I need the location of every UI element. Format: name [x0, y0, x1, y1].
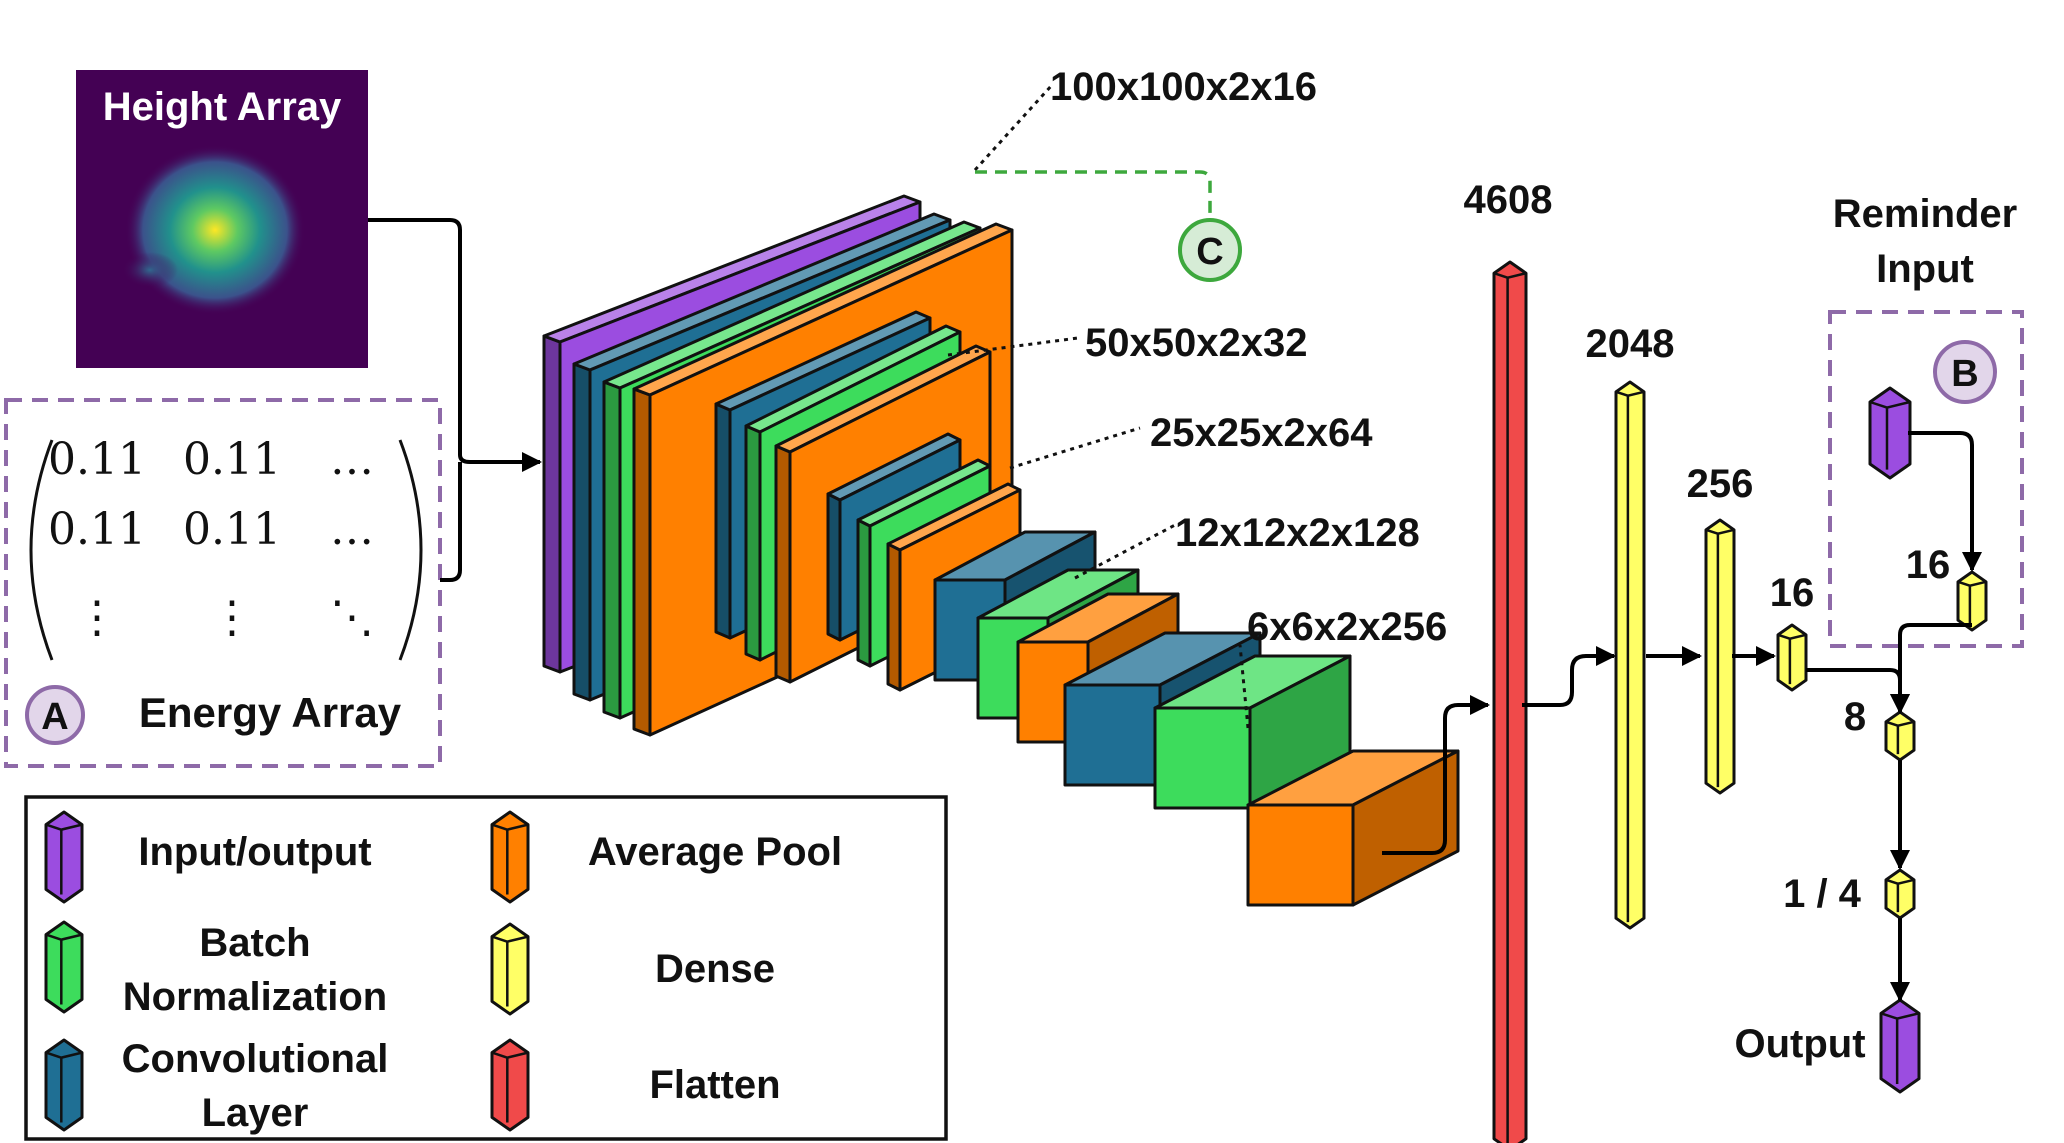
energy-array-label: Energy Array	[139, 689, 402, 736]
matrix-r3c1: ⋮	[75, 592, 119, 643]
size-label-flatten: 4608	[1464, 178, 1553, 222]
reminder-input-node	[1868, 386, 1912, 480]
dense-section	[1492, 260, 1988, 1143]
avgpool-5	[1246, 749, 1460, 907]
matrix-r1c3: …	[330, 434, 374, 485]
batchnorm-5	[1153, 654, 1352, 810]
conv-stack	[542, 194, 1460, 907]
matrix-r3c2: ⋮	[210, 592, 254, 643]
output-node	[1879, 998, 1921, 1094]
legend-conv-1: Convolutional	[122, 1037, 389, 1081]
dense-out	[1884, 868, 1916, 920]
reminder-input-label-1: Reminder	[1833, 192, 2018, 236]
legend-swatch-batch-norm	[44, 920, 84, 1014]
reminder-input-panel: B	[1828, 310, 2024, 648]
size-label-d3: 16	[1770, 571, 1815, 615]
reminder-input-label-2: Input	[1876, 247, 1974, 291]
shape-label-2: 50x50x2x32	[1085, 321, 1307, 365]
flatten-column	[1492, 260, 1528, 1143]
size-label-reminder: 16	[1906, 543, 1951, 587]
matrix-r3c3: ⋱	[330, 592, 374, 643]
legend-swatch-dense	[490, 922, 530, 1016]
svg-text:A: A	[41, 696, 68, 738]
shape-label-3: 25x25x2x64	[1150, 411, 1373, 455]
svg-text:C: C	[1196, 231, 1223, 273]
size-label-d2: 256	[1687, 462, 1754, 506]
legend: Input/output Batch Normalization Convolu…	[24, 795, 948, 1141]
size-label-out: 1 / 4	[1783, 872, 1862, 916]
shape-label-1: 100x100x2x16	[1050, 65, 1317, 109]
legend-dense: Dense	[655, 947, 775, 991]
dense-2048	[1614, 380, 1646, 930]
output-label: Output	[1734, 1022, 1865, 1066]
legend-swatch-avg-pool	[490, 810, 530, 904]
legend-flatten: Flatten	[649, 1063, 780, 1107]
legend-swatch-input-output	[44, 810, 84, 904]
energy-array-panel: 0.11 0.11 … 0.11 0.11 … ⋮ ⋮ ⋱ A Energy A…	[4, 398, 442, 768]
matrix-r2c1: 0.11	[48, 504, 146, 555]
legend-swatch-flatten	[490, 1038, 530, 1132]
matrix-r1c1: 0.11	[48, 434, 146, 485]
legend-swatches	[44, 810, 530, 1132]
legend-batch-norm-1: Batch	[199, 921, 310, 965]
dense-connectors	[1382, 431, 1982, 1002]
shape-leaders	[947, 83, 1250, 729]
legend-batch-norm-2: Normalization	[123, 975, 387, 1019]
legend-swatch-conv	[44, 1038, 84, 1132]
matrix-r1c2: 0.11	[183, 434, 281, 485]
dense-reminder-16	[1956, 570, 1988, 632]
input-connectors	[368, 218, 542, 582]
height-array-panel: Height Array	[76, 70, 368, 368]
shape-label-5: 6x6x2x256	[1247, 605, 1447, 649]
size-label-merge: 8	[1844, 695, 1866, 739]
height-array-label: Height Array	[103, 85, 342, 129]
svg-text:B: B	[1951, 353, 1978, 395]
marker-c-leader	[975, 170, 1212, 215]
marker-a: A	[25, 685, 85, 745]
shape-label-4: 12x12x2x128	[1175, 511, 1420, 555]
legend-avg-pool: Average Pool	[588, 830, 842, 874]
size-label-d1: 2048	[1586, 322, 1675, 366]
marker-c: C	[1178, 218, 1242, 282]
legend-input-output: Input/output	[138, 830, 371, 874]
matrix-r2c2: 0.11	[183, 504, 281, 555]
dense-16	[1776, 623, 1808, 692]
dense-256	[1704, 518, 1736, 795]
marker-b: B	[1933, 340, 1997, 404]
legend-conv-2: Layer	[202, 1091, 309, 1135]
matrix-r2c3: …	[330, 504, 374, 555]
dense-merge-8	[1884, 710, 1916, 762]
